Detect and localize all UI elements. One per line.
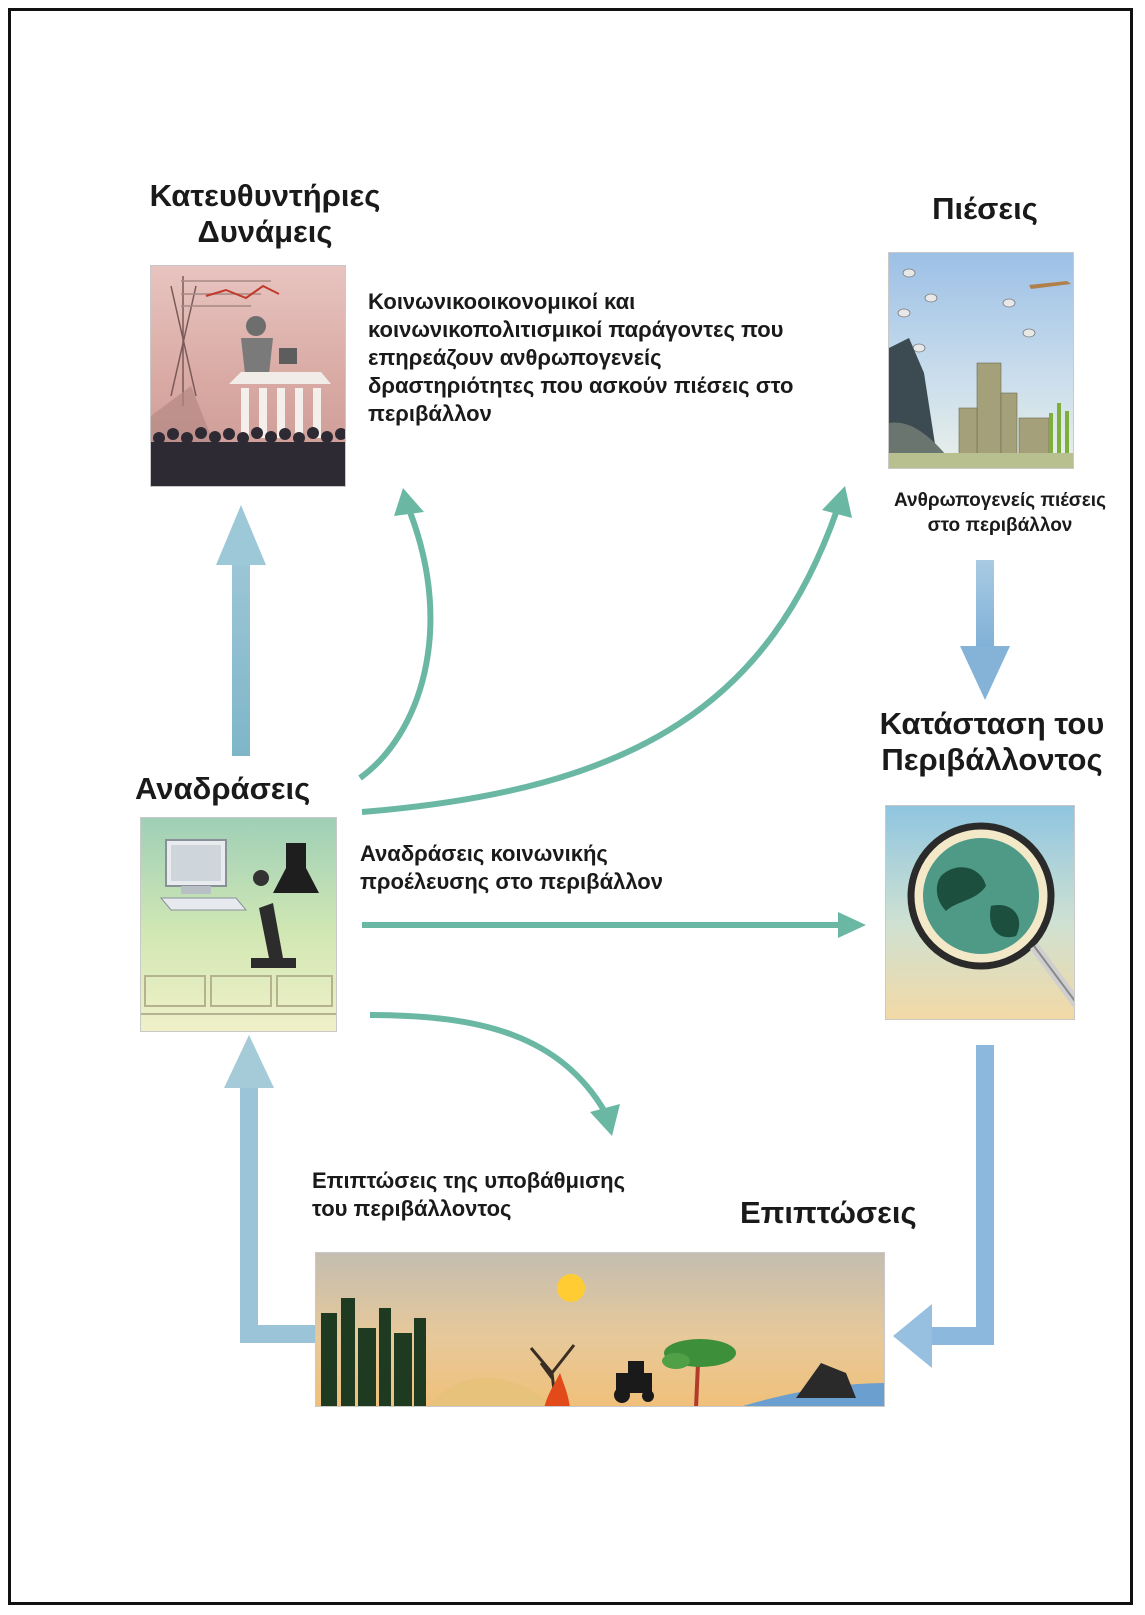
- arrow-responses-to-state: [362, 912, 866, 938]
- pressures-title-text: Πιέσεις: [932, 191, 1038, 226]
- driving-forces-description: Κοινωνικοοικονομικοί και κοινωνικοπολιτι…: [368, 288, 868, 428]
- diagram-frame: [8, 8, 1133, 1605]
- responses-desc-line-1: Αναδράσεις κοινωνικής: [360, 841, 608, 866]
- driving-forces-desc-line-1: Κοινωνικοοικονομικοί και: [368, 289, 636, 314]
- driving-forces-desc-line-2: κοινωνικοπολιτισμικοί παράγοντες που: [368, 317, 784, 342]
- state-title-line-1: Κατάσταση του: [879, 706, 1105, 741]
- state-illustration: [885, 805, 1075, 1020]
- responses-title: Αναδράσεις: [135, 771, 335, 807]
- state-title: Κατάσταση του Περιβάλλοντος: [862, 706, 1122, 778]
- arrow-impacts-to-responses: [224, 1035, 315, 1343]
- driving-forces-illustration: [150, 265, 346, 487]
- driving-forces-title-line-1: Κατευθυντήριες: [149, 178, 381, 213]
- pressures-description: Ανθρωπογενείς πιέσεις στο περιβάλλον: [870, 488, 1130, 538]
- impacts-description: Επιπτώσεις της υποβάθμισης του περιβάλλο…: [312, 1167, 732, 1223]
- pressures-illustration: [888, 252, 1074, 469]
- arrow-pressures-to-state: [960, 560, 1010, 700]
- impacts-illustration: [315, 1252, 885, 1407]
- responses-illustration: [140, 817, 337, 1032]
- arrow-state-to-impacts: [893, 1045, 994, 1368]
- impacts-title-text: Επιπτώσεις: [740, 1195, 917, 1230]
- responses-desc-line-2: προέλευσης στο περιβάλλον: [360, 869, 663, 894]
- pressures-desc-line-1: Ανθρωπογενείς πιέσεις: [894, 490, 1106, 511]
- responses-title-text: Αναδράσεις: [135, 771, 311, 806]
- driving-forces-desc-line-4: δραστηριότητες που ασκούν πιέσεις στο: [368, 373, 794, 398]
- impacts-desc-line-2: του περιβάλλοντος: [312, 1196, 512, 1221]
- pressures-title: Πιέσεις: [900, 191, 1070, 227]
- driving-forces-title: Κατευθυντήριες Δυνάμεις: [130, 178, 400, 250]
- arrow-responses-to-pressures: [361, 486, 852, 815]
- impacts-desc-line-1: Επιπτώσεις της υποβάθμισης: [312, 1168, 626, 1193]
- impacts-title: Επιπτώσεις: [740, 1195, 940, 1231]
- responses-description: Αναδράσεις κοινωνικής προέλευσης στο περ…: [360, 840, 780, 896]
- arrow-responses-to-impacts: [369, 1012, 620, 1136]
- driving-forces-desc-line-5: περιβάλλον: [368, 401, 492, 426]
- driving-forces-desc-line-3: επηρεάζουν ανθρωπογενείς: [368, 345, 662, 370]
- driving-forces-title-line-2: Δυνάμεις: [197, 214, 333, 249]
- arrow-responses-to-driving-forces: [216, 505, 266, 756]
- arrow-responses-to-driving-forces-curve: [358, 488, 434, 781]
- pressures-desc-line-2: στο περιβάλλον: [927, 515, 1073, 536]
- state-title-line-2: Περιβάλλοντος: [881, 742, 1103, 777]
